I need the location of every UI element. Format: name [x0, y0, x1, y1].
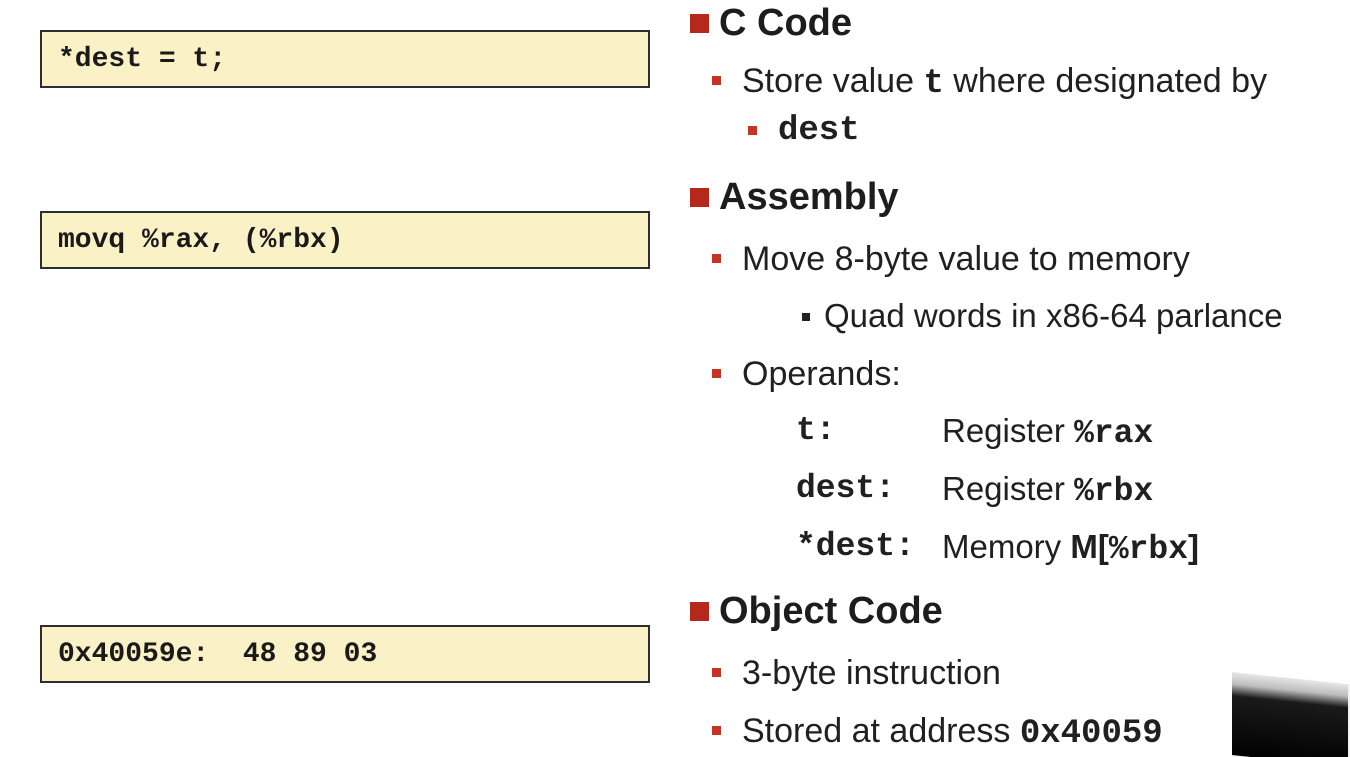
c-code-bullet-suffix: where designated by: [943, 62, 1268, 100]
square-bullet-icon: [690, 14, 709, 33]
operand-desc: Memory M[%rbx]: [942, 528, 1199, 568]
c-code-bullet: Store value t where designated by: [711, 62, 1268, 103]
operand-desc: Register %rax: [942, 412, 1153, 452]
assembly-code-box: movq %rax, (%rbx): [40, 211, 650, 269]
object-code-title: Object Code: [719, 590, 943, 632]
c-code-box: *dest = t;: [40, 30, 650, 88]
c-code-bullet-dest-text: dest: [778, 112, 860, 150]
assembly-heading: Assembly: [690, 176, 899, 219]
operand-name: t:: [796, 412, 836, 449]
explanation-panel: C Code Store value t where designated by…: [690, 0, 1350, 757]
assembly-bullet-2-text: Operands:: [742, 355, 901, 393]
assembly-bullet-1: Move 8-byte value to memory: [712, 240, 1190, 279]
operand-desc-text: Register: [942, 412, 1075, 449]
operand-desc-bold-end: ]: [1188, 528, 1200, 565]
assembly-title: Assembly: [719, 176, 899, 218]
assembly-subbullet-1: Quad words in x86-64 parlance: [802, 297, 1283, 335]
operand-name: *dest:: [796, 528, 915, 565]
operand-desc-mono: %rbx: [1074, 473, 1154, 510]
object-code-bullet-1: 3-byte instruction: [712, 654, 1001, 693]
object-code-box: 0x40059e: 48 89 03: [40, 625, 650, 683]
c-code-bullet-dest: dest: [748, 112, 860, 150]
operand-desc-text: Memory: [942, 528, 1071, 565]
c-code-title: C Code: [719, 2, 852, 44]
object-code-bullet-2-mono: 0x40059: [1019, 715, 1163, 753]
video-overlay: [1232, 672, 1350, 757]
assembly-bullet-2: Operands:: [712, 355, 901, 394]
object-code-bullet-1-text: 3-byte instruction: [742, 654, 1001, 692]
square-bullet-icon: [690, 602, 709, 621]
object-code-bullet-2-prefix: Stored at address: [742, 712, 1020, 750]
object-code-heading: Object Code: [690, 590, 943, 633]
operand-desc-bold: M[: [1070, 528, 1109, 565]
assembly-subbullet-1-text: Quad words in x86-64 parlance: [824, 297, 1283, 334]
assembly-bullet-1-text: Move 8-byte value to memory: [742, 240, 1190, 278]
operand-desc: Register %rbx: [942, 470, 1153, 510]
object-code-bullet-2: Stored at address 0x40059: [712, 712, 1163, 753]
operand-desc-text: Register: [942, 470, 1075, 507]
square-bullet-icon: [690, 188, 709, 207]
operand-desc-mono: %rax: [1074, 415, 1154, 452]
c-code-bullet-t: t: [923, 65, 944, 103]
operand-name: dest:: [796, 470, 896, 507]
c-code-heading: C Code: [690, 2, 852, 45]
operand-desc-mono: %rbx: [1108, 531, 1189, 568]
c-code-bullet-prefix: Store value: [742, 62, 924, 100]
